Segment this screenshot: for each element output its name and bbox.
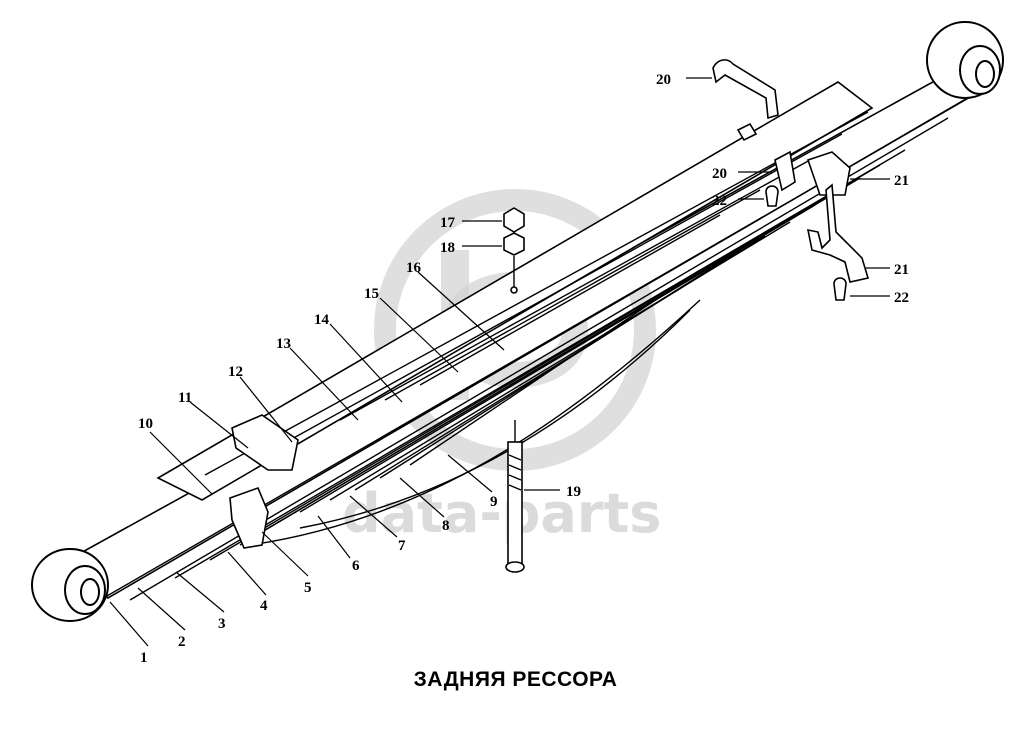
callout-22-upper: 22 [712, 193, 727, 209]
bracket-20-top [712, 59, 779, 120]
callout-13: 13 [276, 336, 291, 352]
callout-2: 2 [178, 634, 186, 650]
callout-8: 8 [442, 518, 450, 534]
callout-3: 3 [218, 616, 226, 632]
callout-7: 7 [398, 538, 406, 554]
watermark-text: data-parts [342, 482, 661, 545]
nut-stack [503, 207, 525, 294]
nut-22-lower [833, 277, 847, 301]
callout-18: 18 [440, 240, 455, 256]
callout-1: 1 [140, 650, 148, 666]
front-eye [31, 548, 109, 622]
callout-17: 17 [440, 215, 456, 231]
callout-14: 14 [314, 312, 330, 328]
callout-5: 5 [304, 580, 312, 596]
callout-labels: 1 2 3 4 5 6 7 8 9 10 11 12 13 14 15 16 1… [138, 72, 909, 666]
callout-10: 10 [138, 416, 153, 432]
callout-19: 19 [566, 484, 581, 500]
callout-22-lower: 22 [894, 290, 909, 306]
callout-16: 16 [406, 260, 422, 276]
callout-20-mid: 20 [712, 166, 727, 182]
callout-12: 12 [228, 364, 243, 380]
bracket-21 [806, 183, 870, 283]
clamp-rear [736, 122, 851, 196]
callout-9: 9 [490, 494, 498, 510]
callout-21-upper: 21 [894, 173, 909, 189]
callout-21-lower: 21 [894, 262, 909, 278]
callout-11: 11 [178, 390, 192, 406]
callout-15: 15 [364, 286, 379, 302]
nut-22-upper [765, 185, 779, 207]
diagram-caption: ЗАДНЯЯ РЕССОРА [413, 668, 618, 691]
rear-eye [926, 21, 1004, 99]
callout-20-top: 20 [656, 72, 671, 88]
callout-6: 6 [352, 558, 360, 574]
callout-4: 4 [260, 598, 268, 614]
leader-lines [109, 77, 890, 647]
center-bolt-19 [505, 420, 525, 573]
